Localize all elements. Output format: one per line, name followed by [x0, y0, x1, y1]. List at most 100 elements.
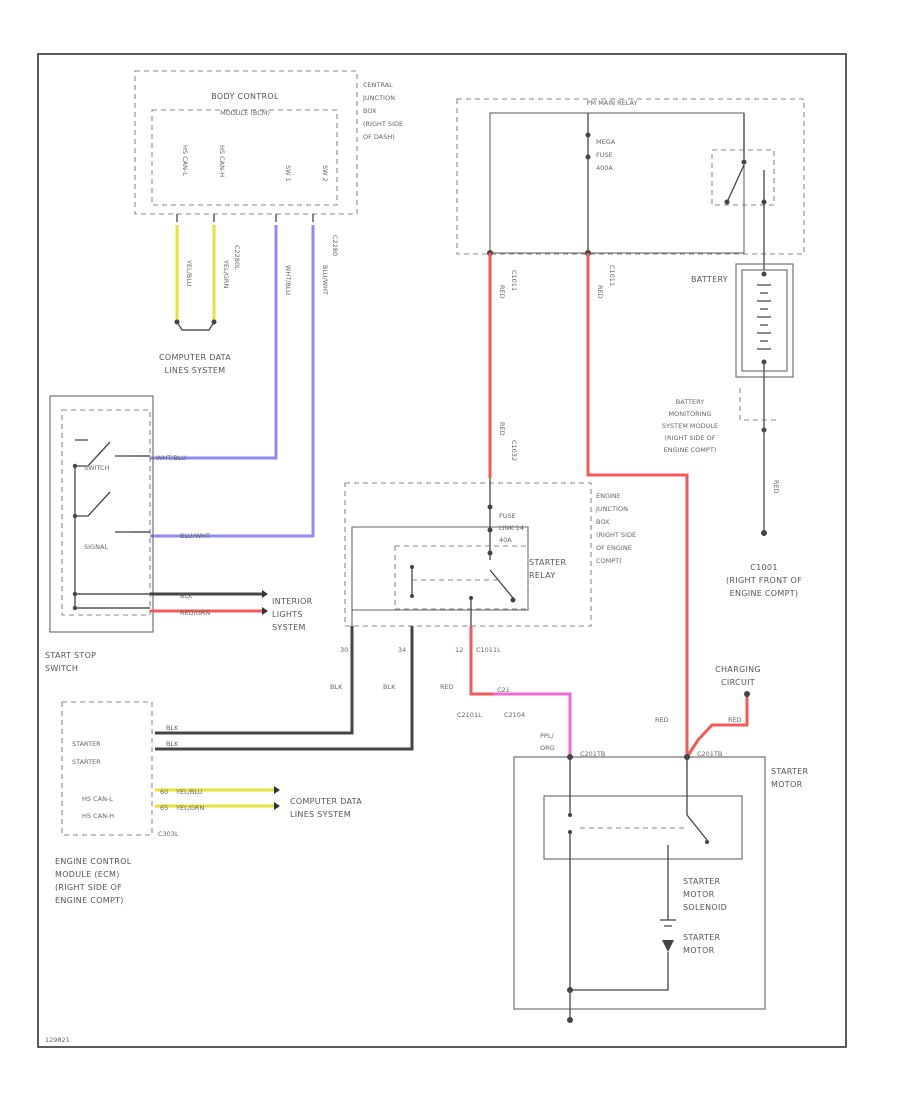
svg-text:MONITORING: MONITORING — [669, 410, 712, 418]
svg-text:FUSE: FUSE — [499, 512, 516, 520]
svg-text:(RIGHT SIDE: (RIGHT SIDE — [363, 120, 403, 128]
svg-text:SWITCH: SWITCH — [84, 464, 110, 472]
svg-text:BLU/WHT: BLU/WHT — [321, 265, 329, 295]
svg-text:40A: 40A — [499, 536, 512, 544]
svg-text:C1011: C1011 — [608, 265, 616, 286]
svg-text:LINK 14: LINK 14 — [499, 524, 524, 532]
svg-text:RED: RED — [655, 716, 669, 724]
svg-text:MOTOR: MOTOR — [683, 946, 715, 955]
svg-text:ENGINE COMPT): ENGINE COMPT) — [730, 589, 799, 598]
svg-text:MOTOR: MOTOR — [771, 780, 803, 789]
svg-text:C1032: C1032 — [510, 440, 518, 461]
relay-to-ecm-wires: 30 34 12 C1011L BLK BLK RED C21 C2101L C… — [155, 626, 572, 757]
svg-text:30: 30 — [340, 646, 348, 654]
svg-text:PM MAIN RELAY: PM MAIN RELAY — [587, 99, 638, 107]
svg-text:C2280L: C2280L — [233, 245, 241, 270]
svg-text:(RIGHT FRONT OF: (RIGHT FRONT OF — [726, 576, 802, 585]
svg-text:CENTRAL: CENTRAL — [363, 81, 393, 89]
svg-text:YEL/BLU: YEL/BLU — [185, 259, 193, 287]
svg-text:PPL/: PPL/ — [540, 732, 554, 740]
computer-data-label-bottom: COMPUTER DATA — [290, 797, 362, 806]
svg-text:(RIGHT SIDE OF: (RIGHT SIDE OF — [55, 883, 122, 892]
svg-text:BOX: BOX — [596, 518, 610, 526]
svg-text:STARTER: STARTER — [72, 740, 101, 748]
svg-text:HS CAN-H: HS CAN-H — [82, 812, 114, 820]
svg-text:STARTER: STARTER — [72, 758, 101, 766]
svg-text:60: 60 — [160, 788, 168, 796]
svg-text:C1011L: C1011L — [476, 646, 501, 654]
svg-text:LINES SYSTEM: LINES SYSTEM — [290, 810, 351, 819]
svg-text:WHT/BLU: WHT/BLU — [156, 454, 186, 462]
svg-text:RED: RED — [440, 683, 454, 691]
start-stop-switch: SWITCH SIGNAL START STOP SWITCH — [45, 395, 154, 673]
svg-text:STARTER: STARTER — [529, 558, 567, 567]
svg-text:MEGA: MEGA — [596, 138, 616, 146]
svg-text:(RIGHT SIDE OF: (RIGHT SIDE OF — [664, 434, 715, 442]
svg-text:ENGINE COMPT): ENGINE COMPT) — [664, 446, 717, 454]
svg-text:COMPT): COMPT) — [596, 557, 622, 565]
svg-text:BATTERY: BATTERY — [691, 275, 728, 284]
diagram-id: 129821 — [45, 1036, 70, 1044]
svg-text:ENGINE COMPT): ENGINE COMPT) — [55, 896, 124, 905]
svg-text:OF DASH): OF DASH) — [363, 133, 395, 141]
svg-text:BATTERY: BATTERY — [676, 398, 704, 406]
svg-text:STARTER: STARTER — [771, 767, 809, 776]
svg-text:OF ENGINE: OF ENGINE — [596, 544, 632, 552]
svg-text:C21: C21 — [497, 686, 510, 694]
svg-text:CHARGING: CHARGING — [715, 665, 761, 674]
svg-text:HS CAN-L: HS CAN-L — [82, 795, 113, 803]
power-main-relay: PM MAIN RELAY MEGA FUSE 400A — [456, 98, 805, 270]
svg-text:RED: RED — [498, 422, 506, 436]
charging-circuit: CHARGING CIRCUIT RED RED — [655, 665, 761, 758]
svg-text:BLK: BLK — [166, 724, 179, 732]
battery: BATTERY — [691, 263, 794, 536]
svg-text:MODULE (BCM): MODULE (BCM) — [220, 109, 270, 117]
svg-text:MODULE (ECM): MODULE (ECM) — [55, 870, 120, 879]
svg-text:12: 12 — [455, 646, 463, 654]
svg-text:(RIGHT SIDE: (RIGHT SIDE — [596, 531, 636, 539]
svg-text:RED/GRN: RED/GRN — [180, 609, 210, 617]
svg-text:34: 34 — [398, 646, 406, 654]
svg-text:BLU/WHT: BLU/WHT — [180, 532, 210, 540]
svg-text:FUSE: FUSE — [596, 151, 613, 159]
svg-text:C303L: C303L — [158, 830, 179, 838]
svg-text:ENGINE CONTROL: ENGINE CONTROL — [55, 857, 132, 866]
svg-text:JUNCTION: JUNCTION — [595, 505, 628, 513]
svg-text:RED: RED — [596, 285, 604, 299]
svg-text:BLK: BLK — [166, 740, 179, 748]
svg-text:YEL/GRN: YEL/GRN — [222, 259, 230, 288]
svg-text:C201TB: C201TB — [580, 750, 605, 758]
svg-text:BOX: BOX — [363, 107, 377, 115]
svg-text:INTERIOR: INTERIOR — [272, 597, 313, 606]
svg-text:C2101L: C2101L — [457, 711, 482, 719]
svg-text:400A: 400A — [596, 164, 613, 172]
svg-text:RED: RED — [772, 480, 780, 494]
svg-text:BODY CONTROL: BODY CONTROL — [211, 92, 279, 101]
svg-text:C2280: C2280 — [331, 235, 339, 256]
engine-control-module: STARTER STARTER HS CAN-L HS CAN-H C303L … — [55, 701, 280, 905]
svg-text:JUNCTION: JUNCTION — [362, 94, 395, 102]
svg-text:HS CAN-L: HS CAN-L — [181, 145, 189, 176]
svg-text:BLK: BLK — [383, 683, 396, 691]
svg-text:LIGHTS: LIGHTS — [272, 610, 303, 619]
svg-text:65: 65 — [160, 804, 168, 812]
svg-text:SW 1: SW 1 — [284, 165, 292, 182]
svg-text:C1001: C1001 — [750, 563, 777, 572]
svg-text:SOLENOID: SOLENOID — [683, 903, 727, 912]
battery-cables: RED C1011 RED C1011 RED C1032 — [488, 253, 689, 757]
svg-text:RELAY: RELAY — [529, 571, 556, 580]
svg-text:SYSTEM: SYSTEM — [272, 623, 306, 632]
svg-text:SYSTEM MODULE: SYSTEM MODULE — [662, 422, 718, 430]
svg-text:SW 2: SW 2 — [321, 165, 329, 182]
svg-text:RED: RED — [498, 285, 506, 299]
svg-text:MOTOR: MOTOR — [683, 890, 715, 899]
svg-text:C201TB: C201TB — [697, 750, 722, 758]
svg-text:BLK: BLK — [180, 592, 193, 600]
svg-text:BLK: BLK — [330, 683, 343, 691]
svg-text:YEL/GRN: YEL/GRN — [175, 804, 204, 812]
svg-text:WHT/BLU: WHT/BLU — [284, 265, 292, 295]
svg-text:LINES SYSTEM: LINES SYSTEM — [165, 366, 226, 375]
svg-text:YEL/BLU: YEL/BLU — [175, 788, 203, 796]
svg-text:START STOP: START STOP — [45, 651, 96, 660]
